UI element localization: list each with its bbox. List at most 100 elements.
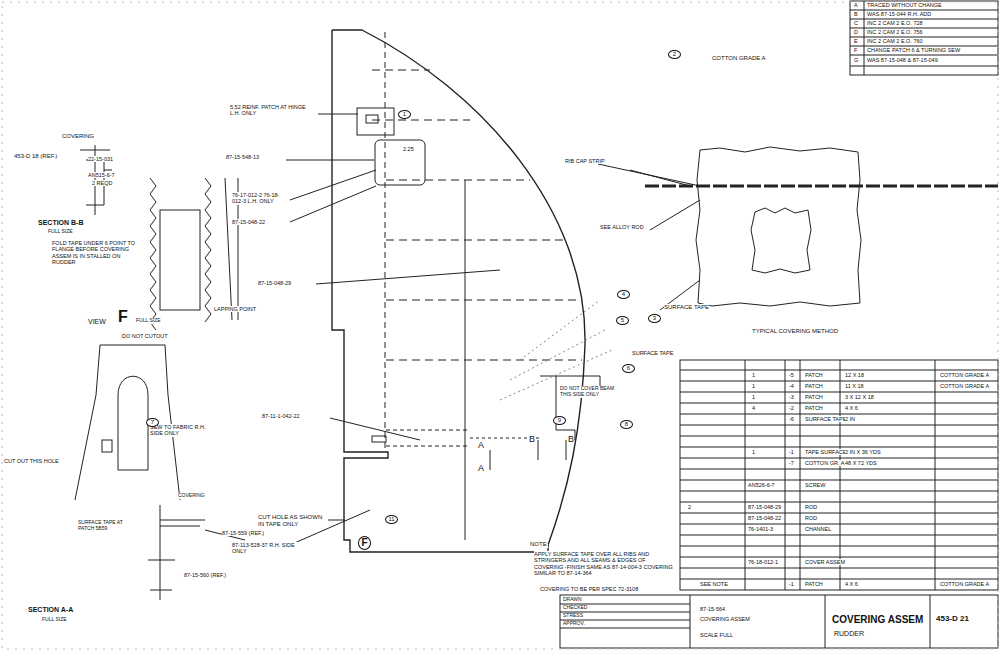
drawing-label: APPLY SURFACE TAPE OVER ALL RIBS AND STR… xyxy=(534,551,674,576)
callout-number: 5 xyxy=(616,316,629,325)
drawing-label: AN515-6-7 xyxy=(88,172,115,178)
table-cell: SCREW xyxy=(805,482,825,488)
callout-number: 8 xyxy=(620,420,633,429)
drawing-label: 5.52 REINF. PATCH AT HINGE L.H. ONLY xyxy=(230,104,316,117)
table-cell: B xyxy=(854,11,858,17)
table-cell: G xyxy=(854,57,858,63)
drawing-label: 87-11-1-042-22 xyxy=(262,413,300,419)
table-cell: 2 IN xyxy=(845,416,855,422)
table-cell: -5 xyxy=(789,372,794,378)
drawing-label: SEE ALLOY ROD xyxy=(600,224,644,230)
table-cell: COTTON GRADE A xyxy=(940,372,989,378)
table-cell: C xyxy=(854,20,858,26)
callout-number: 2 xyxy=(668,50,681,59)
table-cell: -4 xyxy=(789,383,794,389)
table-cell: 87-15-048-29 xyxy=(748,504,781,510)
table-cell: WAS 87-15-044 R.H. ADD xyxy=(867,11,931,17)
drawing-label: FULL SIZE xyxy=(136,318,161,324)
drawing-label: FOLD TAPE UNDER 6 POINT TO FLANGE BEFORE… xyxy=(52,240,144,265)
table-cell: 11 X 18 xyxy=(845,383,864,389)
drawing-label: A xyxy=(478,440,484,450)
table-cell: PATCH xyxy=(805,405,823,411)
table-cell: 2 IN X 36 YDS xyxy=(845,449,881,455)
drawing-label: CUT OUT THIS HOLE xyxy=(4,458,59,464)
table-cell: COVER ASSEM xyxy=(805,559,845,565)
table-cell: TRACED WITHOUT CHANGE xyxy=(867,2,942,8)
drawing-label: 76-17-012-2 76-18-012-3 L.H. ONLY xyxy=(232,192,288,205)
drawing-label: 453-D 21 xyxy=(936,614,969,623)
drawing-label: 22-15-031 xyxy=(88,156,113,162)
table-cell: ROD xyxy=(805,515,817,521)
table-cell: 4 X 6 xyxy=(845,581,858,587)
table-cell: 1 xyxy=(752,383,755,389)
callout-number: 3 xyxy=(648,314,661,323)
callout-number: F xyxy=(358,536,371,550)
drawing-label: DO NOT COVER BEAM THIS SIDE ONLY xyxy=(560,386,620,398)
table-cell: STRESS xyxy=(563,613,583,619)
drawing-label: 453-D 18 (REF.) xyxy=(14,153,57,160)
drawing-label: SURFACE TAPE xyxy=(632,350,673,356)
table-cell: E xyxy=(854,38,858,44)
table-cell: 3 X 12 X 18 xyxy=(845,394,874,400)
table-cell: 4 X 6 xyxy=(845,405,858,411)
table-cell: INC 2 CAM 2 E.O. 760 xyxy=(867,38,923,44)
table-cell: 2 xyxy=(688,504,691,510)
drawing-label: 87-15-560 (REF.) xyxy=(184,572,226,578)
drawing-label: COTTON GRADE A xyxy=(712,55,766,62)
table-cell: TAPE SURFACE xyxy=(805,449,846,455)
drawing-label: SECTION B-B xyxy=(38,219,84,227)
table-cell: CHANNEL xyxy=(805,526,831,532)
table-cell: COVERING ASSEM xyxy=(700,616,750,622)
table-cell: 87-15-564 xyxy=(700,606,725,612)
table-cell: -6 xyxy=(789,416,794,422)
callout-number: 6 xyxy=(622,364,635,373)
table-cell: INC 2 CAM 2 E.O. 756 xyxy=(867,29,923,35)
drawing-label: NOTE: xyxy=(530,541,548,548)
drawing-label: 87-15-548-13 xyxy=(226,154,259,160)
table-cell: 1 xyxy=(752,394,755,400)
table-cell: 76-1401-3 xyxy=(748,526,773,532)
table-cell: AN526-6-7 xyxy=(748,482,775,488)
callout-number: 4 xyxy=(617,290,630,299)
drawing-label: SURFACE TAPE AT PATCH 5B59 xyxy=(78,520,138,532)
callout-number: 7 xyxy=(146,418,159,427)
drawing-label: VIEW xyxy=(88,318,106,326)
table-cell: -2 xyxy=(789,405,794,411)
drawing-label: COVERING xyxy=(62,133,94,140)
callout-number: 1 xyxy=(398,110,411,119)
table-cell: COTTON GRADE A xyxy=(940,581,989,587)
table-cell: INC 2 CAM 2 E.O. 728 xyxy=(867,20,923,26)
table-cell: SURFACE TAPE xyxy=(805,416,846,422)
drawing-label: SEW TO FABRIC R.H. SIDE ONLY xyxy=(150,424,210,437)
table-cell: 4 xyxy=(752,405,755,411)
drawing-label: SECTION A-A xyxy=(28,606,73,614)
drawing-label: A xyxy=(478,463,484,473)
table-cell: SEE NOTE xyxy=(700,581,728,587)
table-cell: CHECKED xyxy=(563,605,587,611)
table-cell: COTTON GR. A xyxy=(805,460,844,466)
table-cell: WAS 87-15-048 & 87-15-049 xyxy=(867,57,938,63)
drawing-label: 2 REQD xyxy=(92,180,112,186)
drawing-label: DO NOT CUTOUT xyxy=(122,333,168,339)
table-cell: -1 xyxy=(789,581,794,587)
drawing-label: 87-113-528-37 R.H. SIDE ONLY xyxy=(232,542,304,555)
table-cell: PATCH xyxy=(805,372,823,378)
callout-number: 9 xyxy=(553,416,566,425)
drawing-label: LAPPING POINT xyxy=(214,306,256,312)
table-cell: -3 xyxy=(789,394,794,400)
table-cell: 76-18-012-1 xyxy=(748,559,778,565)
drawing-label: COVERING TO BE PER SPEC 72-3108 xyxy=(540,586,638,592)
drawing-label: B xyxy=(529,434,535,444)
table-cell: PATCH xyxy=(805,394,823,400)
drawing-label: FULL SIZE xyxy=(48,229,73,235)
table-cell: ROD xyxy=(805,504,817,510)
drawing-label: 2.25 xyxy=(403,146,414,152)
table-cell: APPROV. xyxy=(563,621,585,627)
drawing-label: FULL SIZE xyxy=(42,617,67,623)
drawing-label: 87-15-048-29 xyxy=(258,280,291,286)
table-cell: PATCH xyxy=(805,581,823,587)
table-cell: COTTON GRADE A xyxy=(940,383,989,389)
drawing-label: SURFACE TAPE xyxy=(664,304,709,311)
